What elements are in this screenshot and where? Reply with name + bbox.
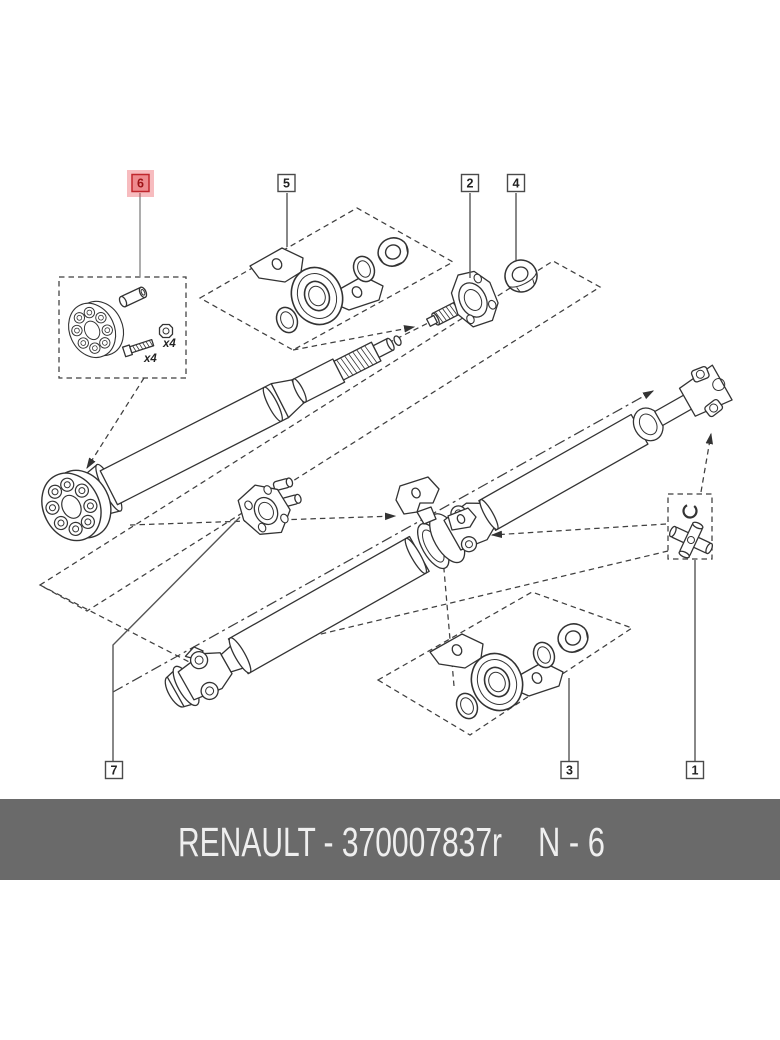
mid-support-bracket	[395, 476, 477, 531]
center-bearing-kit-3	[429, 618, 593, 723]
arrow-assembly-to-end-yoke	[112, 390, 655, 693]
svg-text:3: 3	[566, 764, 573, 778]
bolt-qty-label: x4	[143, 353, 157, 365]
leader-7	[112, 516, 241, 761]
center-bearing-kit-5	[249, 232, 413, 337]
u-joint-kit-1	[668, 503, 714, 559]
companion-flange	[237, 477, 302, 535]
callout-1[interactable]: 1	[685, 760, 705, 780]
snap-ring	[682, 503, 698, 519]
part-7-extent-line	[39, 584, 196, 666]
svg-text:4: 4	[513, 177, 520, 191]
callout-7[interactable]: 7	[104, 760, 124, 780]
part-6-group-box	[58, 276, 187, 379]
nut-small	[158, 323, 174, 339]
arrow-part5-to-shaft	[292, 325, 416, 351]
nut-qty-label: x4	[162, 338, 176, 350]
footer-page-ref: N - 6	[538, 819, 605, 865]
footer-part-number: RENAULT - 370007837r	[178, 819, 502, 865]
u-joint-cross	[668, 521, 714, 559]
lock-nut-4	[504, 259, 538, 293]
arrow-part1-to-mid-joint	[490, 523, 667, 539]
arrow-part1-to-top-yoke	[700, 432, 713, 493]
arrow-part1-to-bottom-yoke	[248, 550, 669, 653]
footer-background	[0, 799, 780, 880]
part-2-4-group-box	[38, 260, 602, 612]
arrow-to-mid-bracket	[129, 512, 397, 526]
spacer-bushing	[118, 286, 148, 308]
svg-text:7: 7	[111, 764, 118, 778]
leader-lines	[112, 193, 696, 761]
propshaft-rear-section	[164, 364, 733, 708]
arrow-part6-to-disc	[86, 377, 145, 470]
callouts: 6 5 2 4 7 3 1	[104, 170, 705, 780]
svg-text:2: 2	[467, 177, 474, 191]
flange-yoke-2	[425, 270, 499, 328]
bolt	[121, 338, 155, 358]
footer-bar: RENAULT - 370007837r N - 6	[0, 799, 780, 880]
propshaft-front-section	[29, 335, 402, 554]
callout-6[interactable]: 6	[127, 170, 154, 197]
callout-5[interactable]: 5	[277, 173, 296, 193]
arrow-part3-to-mid-support	[440, 556, 455, 687]
part-3-group-box	[376, 591, 634, 736]
flex-disc-kit: x4 x4	[59, 286, 176, 368]
svg-text:5: 5	[283, 177, 290, 191]
part-1-group-box	[667, 493, 713, 560]
svg-text:1: 1	[692, 764, 699, 778]
svg-text:6: 6	[137, 177, 144, 191]
callout-4[interactable]: 4	[506, 173, 526, 193]
dashed-group-outlines	[38, 207, 713, 736]
callout-3[interactable]: 3	[560, 760, 579, 780]
callout-2[interactable]: 2	[460, 173, 480, 193]
